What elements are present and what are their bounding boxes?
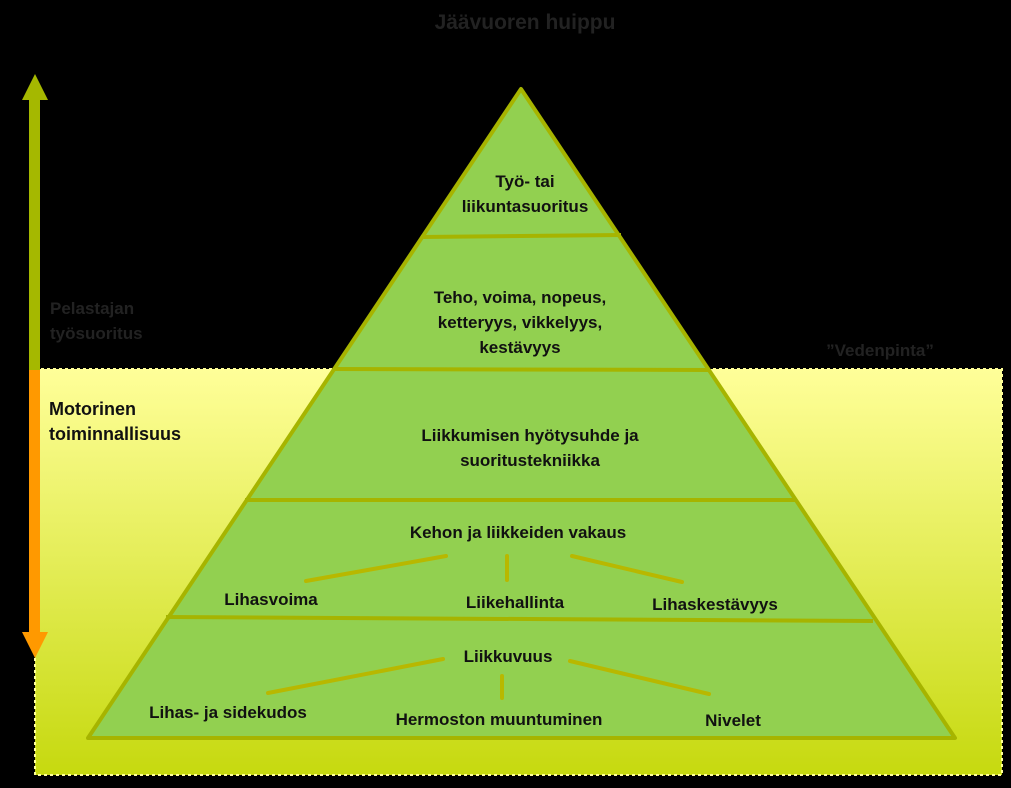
- level3-label: Liikkumisen hyötysuhde ja suoritusteknii…: [421, 426, 639, 470]
- divider-4: [165, 615, 874, 623]
- level1-label: Työ- tai liikuntasuoritus: [461, 172, 589, 216]
- level5-item-hermosto: Hermoston muuntuminen: [395, 710, 603, 729]
- diagram-title: Jäävuoren huippu: [434, 11, 616, 34]
- level4-item-liikehallinta: Liikehallinta: [465, 593, 565, 612]
- side-lower-label: Motorinen toiminnallisuus: [49, 399, 182, 444]
- arrow-up-head-icon: [22, 74, 48, 100]
- pyramid: [86, 87, 957, 740]
- divider-1: [420, 233, 622, 239]
- arrow-lower-shaft: [29, 370, 40, 632]
- level5-item-lihas-sidekudos: Lihas- ja sidekudos: [149, 703, 307, 722]
- level5-connectors: [266, 657, 711, 700]
- vertical-arrow: [22, 74, 48, 658]
- level4-connectors: [304, 554, 684, 584]
- water-surface-label: ”Vedenpinta”: [826, 341, 934, 360]
- level4-heading: Kehon ja liikkeiden vakaus: [409, 523, 627, 542]
- level4-item-lihasvoima: Lihasvoima: [224, 590, 318, 609]
- level5-heading: Liikkuvuus: [463, 647, 553, 666]
- pyramid-dividers: [165, 233, 874, 623]
- arrow-upper-shaft: [29, 98, 40, 370]
- level5-item-nivelet: Nivelet: [705, 711, 761, 730]
- level2-label: Teho, voima, nopeus, ketteryys, vikkelyy…: [433, 288, 607, 357]
- level4-item-lihaskestavyys: Lihaskestävyys: [652, 595, 778, 614]
- arrow-down-head-icon: [22, 632, 48, 658]
- side-upper-label: Pelastajan työsuoritus: [50, 299, 143, 343]
- divider-2: [332, 367, 710, 372]
